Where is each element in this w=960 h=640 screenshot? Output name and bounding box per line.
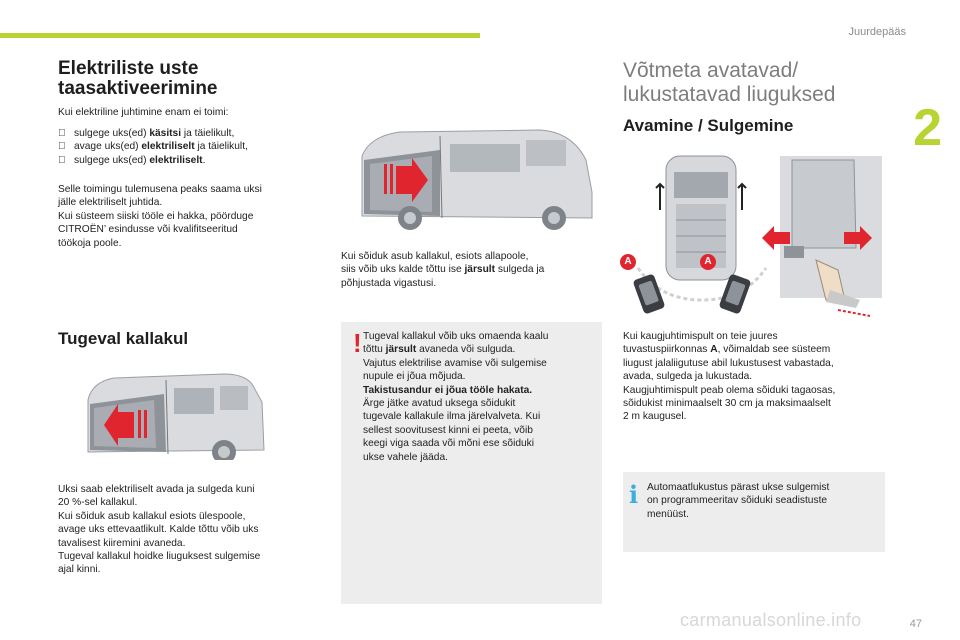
result-text: Selle toimingu tulemusena peaks saama uk… (58, 184, 262, 249)
zone-a-right-label: A (700, 254, 716, 270)
van-door-opening-illustration (340, 120, 600, 235)
van-door-closing-illustration (74, 360, 274, 470)
info-box: i Automaatlukustus pärast ukse sulgemist… (623, 472, 885, 552)
section-heading-slope: Tugeval kallakul (58, 329, 189, 348)
bullet-icon:  (58, 154, 66, 167)
zone-a-left-label: A (620, 254, 636, 270)
intro-text: Kui elektriline juhtimine enam ei toimi: (58, 107, 229, 118)
steps-list: sulgege uks(ed) käsitsi ja täielikult, … (58, 127, 318, 167)
list-item: avage uks(ed) elektriliselt ja täieliku… (58, 140, 318, 153)
chapter-number: 2 (913, 99, 942, 157)
warning-text: Tugeval kallakul võib uks omaenda kaalu … (363, 331, 549, 463)
info-text: Automaatlukustus pärast ukse sulgemist o… (647, 482, 830, 520)
bullet-icon:  (58, 127, 66, 140)
section-heading-keyless: Võtmeta avatavad/ lukustatavad liuguksed (623, 59, 836, 106)
list-item: sulgege uks(ed) elektriliselt. (58, 154, 318, 167)
downhill-text: Kui sõiduk asub kallakul, esiots allapoo… (341, 251, 545, 289)
watermark-text: carmanualsonline.info (680, 610, 862, 630)
slope-text: Uksi saab elektriliselt avada ja sulgeda… (58, 484, 261, 576)
bullet-icon:  (58, 140, 66, 153)
chapter-title: Juurdepääs (848, 26, 907, 38)
page-number: 47 (909, 618, 922, 630)
keyless-text: Kui kaugjuhtimispult on teie juures tuva… (623, 331, 836, 423)
list-item: sulgege uks(ed) käsitsi ja täielikult, (58, 127, 318, 140)
header-accent-bar (0, 33, 480, 38)
section-heading-reactivation: Elektriliste uste taasaktiveerimine (58, 58, 218, 99)
warning-icon: ! (353, 328, 362, 358)
keyless-zone-illustration (630, 150, 886, 320)
info-icon: i (629, 480, 639, 509)
subheading-open-close: Avamine / Sulgemine (623, 116, 794, 135)
warning-box: ! Tugeval kallakul võib uks omaenda kaal… (341, 322, 602, 604)
